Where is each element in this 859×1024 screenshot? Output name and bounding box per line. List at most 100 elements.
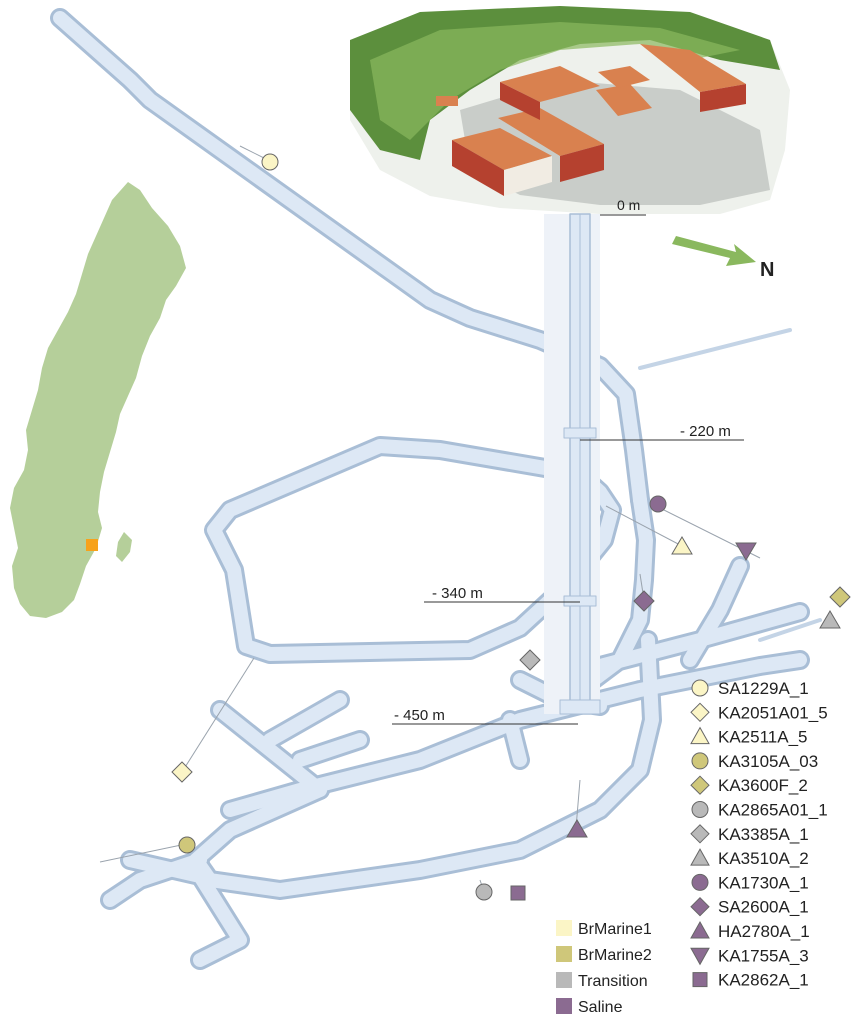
marker-HA2780A_1 (566, 819, 588, 838)
forest-highlight (370, 22, 740, 140)
sample-legend-item: KA3385A_1 (690, 824, 809, 844)
shaft-station-450 (559, 699, 601, 715)
building (452, 128, 552, 170)
sample-legend-symbol-triangle-up (690, 726, 710, 745)
sample-legend-label: KA3600F_2 (718, 776, 808, 795)
shaft-station-220 (563, 427, 597, 439)
borehole-lines (99, 145, 761, 893)
sample-legend-symbol-triangle-down (690, 947, 710, 966)
depth-label-340m: - 340 m (432, 585, 483, 602)
gotland-island (116, 532, 132, 562)
building-wall (452, 140, 504, 196)
sample-legend-label: KA2511A_5 (718, 728, 807, 747)
building-wall (500, 82, 540, 120)
sample-legend-item: HA2780A_1 (690, 920, 810, 941)
east-borehole-tunnel (758, 618, 822, 642)
sample-legend-item: KA2051A01_5 (690, 702, 828, 723)
sample-legend-label: KA1755A_3 (718, 946, 809, 965)
sweden-map (10, 182, 186, 618)
water-swatch-brmarine1 (556, 920, 572, 936)
sample-legend: SA1229A_1KA2051A01_5KA2511A_5KA3105A_03K… (690, 679, 828, 990)
branch-nw-fill (213, 703, 327, 797)
sample-legend-symbol-diamond (690, 824, 710, 844)
building-wall (700, 84, 746, 112)
sample-legend-label: SA2600A_1 (718, 898, 809, 917)
sample-legend-label: KA3510A_2 (718, 849, 809, 868)
sample-legend-symbol-triangle-up (690, 848, 710, 866)
depth-label-220m: - 220 m (680, 423, 731, 440)
surface-site: 0 m N (350, 6, 790, 281)
sample-legend-label: KA1730A_1 (718, 873, 809, 892)
marker-KA2051A01_5 (171, 761, 193, 783)
sample-legend-item: KA3105A_03 (691, 752, 818, 771)
marker-SA1229A_1 (261, 153, 279, 171)
marker-KA3105A_03 (178, 836, 196, 854)
building-wall (560, 144, 604, 182)
water-label-saline: Saline (578, 999, 623, 1016)
sample-legend-label: KA3105A_03 (718, 752, 818, 771)
building-wall (504, 156, 552, 196)
water-swatch-transition (556, 972, 572, 988)
water-swatch-saline (556, 998, 572, 1014)
buildings (436, 44, 746, 196)
sample-legend-label: KA2051A01_5 (718, 703, 828, 722)
sample-legend-item: KA3510A_2 (690, 848, 809, 868)
building (598, 66, 650, 88)
water-label-brmarine1: BrMarine1 (578, 921, 652, 938)
sample-legend-symbol-circle (691, 679, 709, 697)
marker-KA3600F_2 (829, 586, 851, 608)
water-type-legend: BrMarine1 BrMarine2 Transition Saline (556, 920, 652, 1016)
marker-KA1730A_1 (649, 495, 667, 513)
sample-legend-label: KA2862A_1 (718, 971, 809, 990)
water-swatch-brmarine2 (556, 946, 572, 962)
branch-south-fill (503, 713, 527, 767)
sample-legend-symbol-diamond (690, 702, 710, 723)
sample-legend-symbol-diamond (690, 775, 710, 795)
tunnel-450-main-fill (223, 653, 807, 817)
sample-legend-symbol-triangle-up (690, 920, 710, 939)
north-label: N (760, 259, 774, 281)
branch-mid-fill (293, 733, 367, 767)
depth-label-450m: - 450 m (394, 707, 445, 724)
marker-KA1755A_3 (735, 542, 757, 561)
sample-legend-symbol-diamond (690, 896, 710, 917)
water-label-brmarine2: BrMarine2 (578, 947, 652, 964)
marker-KA3385A_1 (519, 649, 541, 671)
building (500, 66, 600, 102)
sample-legend-item: KA3600F_2 (690, 775, 808, 795)
tunnel-system (50, 8, 822, 970)
marker-KA2862A_1 (510, 885, 526, 901)
sample-legend-label: SA1229A_1 (718, 679, 809, 698)
building (640, 44, 746, 92)
building (436, 96, 458, 106)
sample-legend-item: SA2600A_1 (690, 896, 809, 917)
sample-legend-symbol-circle (691, 752, 709, 770)
sample-legend-label: KA3385A_1 (718, 825, 809, 844)
sample-markers (171, 153, 851, 901)
building (498, 108, 604, 156)
side-tunnel-ne-fill (683, 559, 747, 667)
sweden-outline (10, 182, 186, 618)
sample-legend-item: SA1229A_1 (691, 679, 809, 698)
sample-legend-symbol-square (692, 972, 708, 988)
marker-KA3510A_2 (819, 610, 841, 629)
marker-SA2600A_1 (633, 590, 655, 612)
building (596, 84, 652, 116)
water-label-transition: Transition (578, 973, 648, 990)
depth-markers: - 220 m - 340 m - 450 m (392, 423, 744, 725)
marker-KA2511A_5 (671, 536, 693, 555)
marker-KA2865A01_1 (475, 883, 493, 901)
sample-legend-label: HA2780A_1 (718, 922, 810, 941)
site-location-marker (86, 539, 98, 551)
branch-n-fill (263, 693, 347, 747)
access-ramp-upper-fill (53, 11, 647, 507)
shaft-station-340 (563, 595, 597, 607)
side-tunnel-lower-fill (123, 853, 247, 967)
sample-legend-item: KA2862A_1 (692, 971, 809, 990)
sample-legend-item: KA2511A_5 (690, 726, 807, 747)
north-ramp-line (638, 328, 792, 370)
sample-legend-label: KA2865A01_1 (718, 801, 828, 820)
tunnel-450-south-fill (189, 633, 659, 897)
sample-legend-item: KA1755A_3 (690, 946, 809, 966)
